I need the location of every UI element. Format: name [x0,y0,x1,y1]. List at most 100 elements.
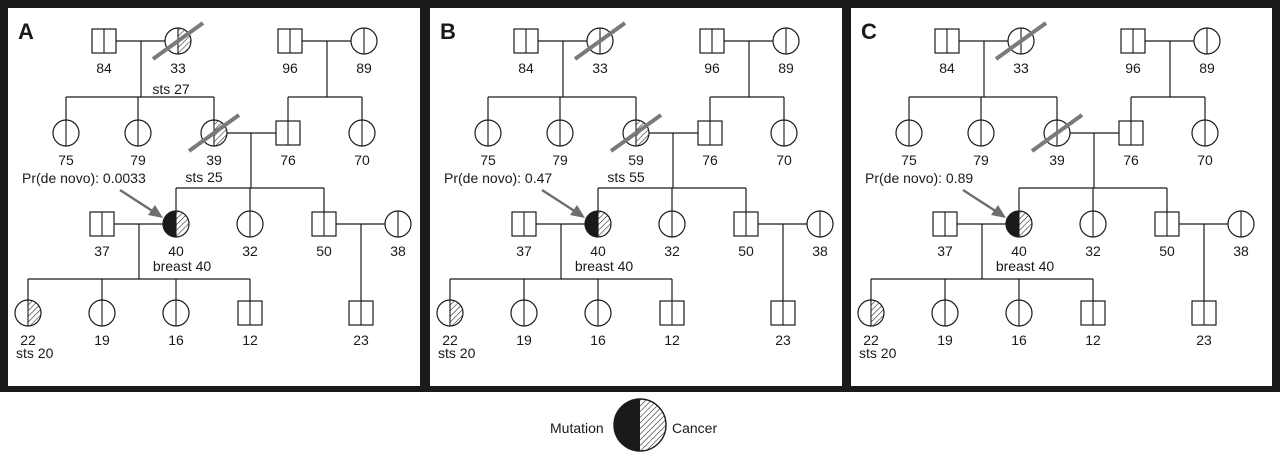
age-label: 75 [901,152,917,168]
person-aunt3: 70 [348,119,376,168]
person-gp1_f: 33 [994,21,1048,76]
cancer-note-child1: sts 20 [438,345,476,361]
age-label: 50 [1159,243,1175,259]
person-husband: 37 [511,211,537,259]
cancer-note-proband: breast 40 [996,258,1055,274]
deceased-slash [187,113,241,153]
person-mother: 59 [609,113,663,168]
person-brother: 50 [311,211,337,259]
person-mother: 39 [1030,113,1084,168]
age-label: 37 [937,243,953,259]
person-gp2_f: 89 [350,27,378,76]
person-father: 76 [697,120,723,168]
cancer-note-child1: sts 20 [859,345,897,361]
person-nephew: 23 [770,300,796,348]
age-label: 16 [590,332,606,348]
person-child3: 16 [162,299,190,348]
person-child2: 19 [510,299,538,348]
proband-arrow [541,188,577,214]
person-gp2_m: 96 [277,28,303,76]
panel-letter: A [18,19,34,44]
deceased-slash [609,113,663,153]
person-aunt1: 75 [52,119,80,168]
person-proband: 40 [1005,210,1033,259]
person-husband: 37 [932,211,958,259]
proband-arrow-head [570,205,585,218]
person-aunt1: 75 [895,119,923,168]
age-label: 75 [480,152,496,168]
person-child1: 22 [436,299,464,348]
cancer-half [176,211,189,237]
proband-arrow [962,188,998,214]
person-sil: 38 [806,210,834,259]
age-label: 37 [94,243,110,259]
age-label: 89 [1199,60,1215,76]
legend-cancer-label: Cancer [672,420,718,436]
age-label: 84 [518,60,534,76]
cancer-note-mother: sts 25 [185,169,223,185]
person-brother: 50 [733,211,759,259]
legend-symbol [613,398,667,452]
age-label: 19 [94,332,110,348]
person-gp1_m: 84 [513,28,539,76]
cancer-half [450,300,463,326]
age-label: 32 [1085,243,1101,259]
age-label: 38 [812,243,828,259]
age-label: 84 [96,60,112,76]
person-aunt3: 70 [1191,119,1219,168]
age-label: 32 [664,243,680,259]
person-gp1_f: 33 [151,21,205,76]
age-label: 76 [1123,152,1139,168]
person-gp2_f: 89 [772,27,800,76]
person-sil: 38 [1227,210,1255,259]
panel-letter: B [440,19,456,44]
age-label: 16 [1011,332,1027,348]
cancer-half [1019,211,1032,237]
person-sister: 32 [658,210,686,259]
age-label: 38 [1233,243,1249,259]
age-label: 96 [704,60,720,76]
person-brother: 50 [1154,211,1180,259]
mutation-half [1006,211,1019,237]
deceased-slash [1030,113,1084,153]
cancer-note-mother: sts 55 [607,169,645,185]
age-label: 40 [168,243,184,259]
proband-arrow-head [148,205,163,218]
age-label: 37 [516,243,532,259]
cancer-note-child1: sts 20 [16,345,54,361]
age-label: 40 [1011,243,1027,259]
legend-mutation-half [614,399,640,451]
person-child4: 12 [1080,300,1106,348]
person-aunt1: 75 [474,119,502,168]
person-gp2_m: 96 [699,28,725,76]
person-child4: 12 [659,300,685,348]
person-husband: 37 [89,211,115,259]
proband-arrow [119,188,155,214]
cancer-note-proband: breast 40 [575,258,634,274]
person-child1: 22 [857,299,885,348]
age-label: 70 [776,152,792,168]
age-label: 19 [516,332,532,348]
age-label: 76 [280,152,296,168]
person-child3: 16 [1005,299,1033,348]
age-label: 96 [1125,60,1141,76]
age-label: 12 [242,332,258,348]
person-father: 76 [1118,120,1144,168]
age-label: 19 [937,332,953,348]
de-novo-probability-label: Pr(de novo): 0.89 [865,170,973,186]
person-child1: 22 [14,299,42,348]
age-label: 39 [206,152,222,168]
cancer-half [598,211,611,237]
person-aunt2: 79 [967,119,995,168]
person-father: 76 [275,120,301,168]
age-label: 76 [702,152,718,168]
age-label: 32 [242,243,258,259]
age-label: 75 [58,152,74,168]
age-label: 79 [130,152,146,168]
person-gp2_f: 89 [1193,27,1221,76]
